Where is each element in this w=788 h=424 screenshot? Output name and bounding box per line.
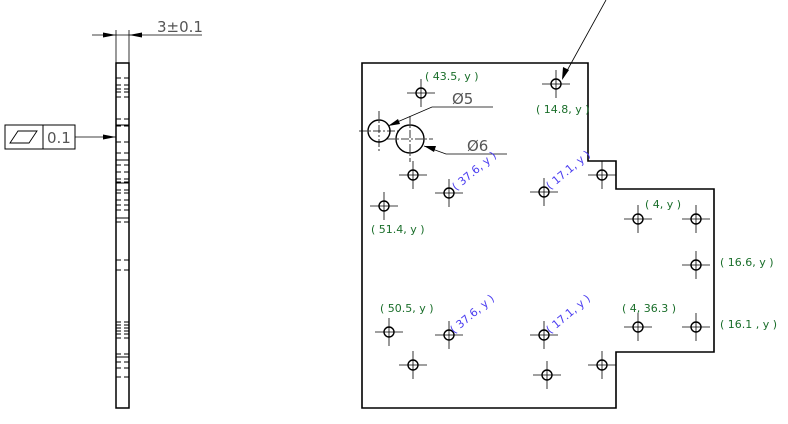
- thickness-dimension: 3±0.1: [157, 18, 203, 36]
- hole-with-centermark: [682, 205, 710, 233]
- hole-with-centermark: [407, 79, 435, 107]
- arrow-icon: [129, 32, 142, 38]
- flatness-frame: 0.1: [4, 124, 116, 150]
- hole-label-rotated: ( 17.1, y ): [544, 148, 593, 192]
- hole-with-centermark: [399, 351, 427, 379]
- flatness-tolerance: 0.1: [47, 129, 71, 147]
- diameter-label-5: Ø5: [452, 90, 473, 108]
- hole-with-centermark: [435, 179, 463, 207]
- plate-side-profile: [115, 62, 130, 409]
- hole-with-centermark: [588, 161, 616, 189]
- hole-with-centermark: [624, 313, 652, 341]
- leader-line-d5: [387, 106, 493, 127]
- hole-with-centermark: [370, 192, 398, 220]
- hole-label: ( 43.5, y ): [425, 70, 479, 83]
- flatness-icon: [9, 130, 38, 144]
- leader-line-top: [562, 0, 607, 79]
- hole-label: ( 51.4, y ): [371, 223, 425, 236]
- hole-with-centermark: [533, 361, 561, 389]
- hole-with-centermark: [682, 251, 710, 279]
- hole-with-centermark: [530, 178, 558, 206]
- hole-with-centermark: [682, 313, 710, 341]
- arrow-icon: [424, 146, 436, 152]
- hole-label: ( 16.6, y ): [720, 256, 774, 269]
- hole-label-rotated: ( 37.6, y ): [448, 292, 497, 336]
- arrow-icon: [562, 67, 569, 80]
- hole-with-centermark: [588, 351, 616, 379]
- hole-with-centermark: [435, 321, 463, 349]
- hole-label: ( 16.1 , y ): [720, 318, 777, 331]
- diameter-label-6: Ø6: [467, 137, 488, 155]
- hole-with-centermark: [542, 70, 570, 98]
- hole-label: ( 50.5, y ): [380, 302, 434, 315]
- hole-label-rotated: ( 17.1, y ): [544, 292, 593, 336]
- hole-with-centermark: [387, 116, 433, 162]
- arrow-icon: [388, 119, 400, 126]
- hole-label: ( 4, y ): [645, 198, 681, 211]
- hole-with-centermark: [530, 321, 558, 349]
- plate-outline: [361, 62, 715, 409]
- hidden-lines: [116, 77, 129, 378]
- arrow-icon: [103, 32, 116, 38]
- hole-label-rotated: ( 37.6, y ): [450, 149, 499, 193]
- hole-label: ( 14.8, y ): [536, 103, 590, 116]
- arrow-icon: [103, 134, 116, 140]
- leader-line-d6: [423, 145, 507, 155]
- plan-view: Ø5 Ø6 ( 43.5, y ) ( 14.8, y ) ( 51.4, y …: [359, 0, 777, 409]
- hole-with-centermark: [624, 205, 652, 233]
- hole-with-centermark: [375, 318, 403, 346]
- holes: [359, 70, 710, 389]
- hole-with-centermark: [399, 161, 427, 189]
- hole-with-centermark: [359, 111, 399, 151]
- hole-label: ( 4, 36.3 ): [622, 302, 676, 315]
- side-view: 3±0.1 0.1: [4, 18, 203, 409]
